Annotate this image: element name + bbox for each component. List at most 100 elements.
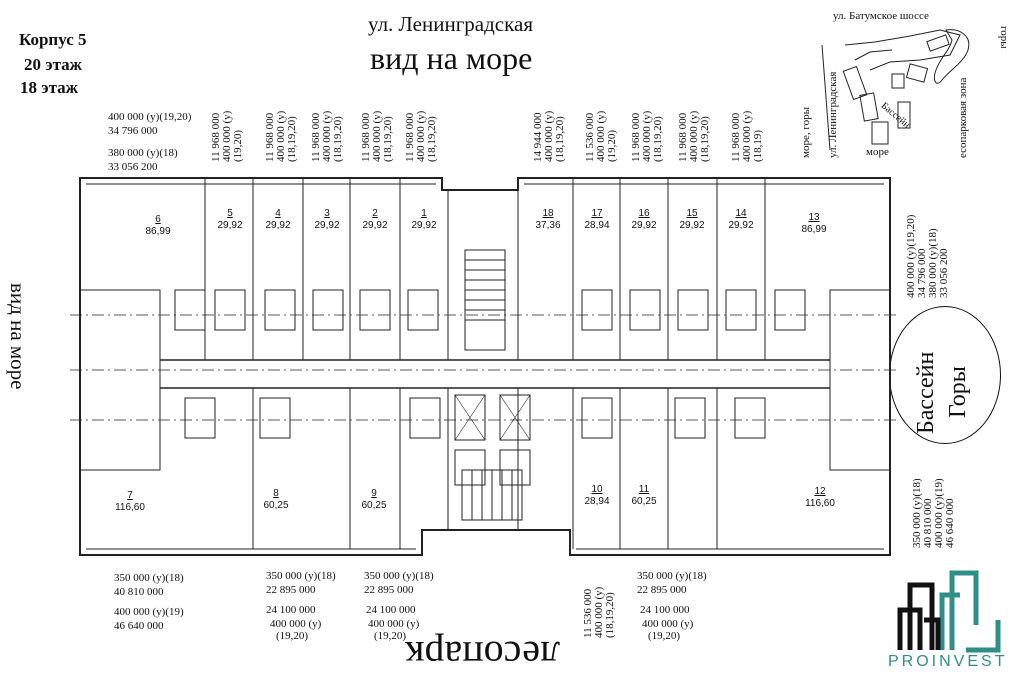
price-apt12: 350 000 (у)(18) 40 810 000 400 000 (у)(1… (911, 478, 956, 548)
apartment-7: 7 116,60 (108, 490, 152, 514)
apartment-area: 29,92 (362, 220, 388, 231)
apartment-10: 10 28,94 (577, 484, 617, 508)
price-apt9-line3: 24 100 000 (366, 604, 416, 616)
proinvest-logo: PROINVEST (880, 565, 1010, 675)
price-apt11-line5: (19,20) (648, 630, 681, 642)
apartment-13: 13 86,99 (794, 212, 834, 236)
apartment-6: 6 86,99 (138, 214, 178, 238)
minimap-street: ул. Ленинградская (827, 71, 839, 158)
apartment-number: 14 (735, 208, 747, 219)
apartment-11: 11 60,25 (624, 484, 664, 508)
proinvest-logo-mark (897, 570, 1001, 653)
price-apt9-line5: (19,20) (374, 630, 407, 642)
price-apt16: 11 968 000 400 000 (у) (18,19,20) (630, 110, 664, 162)
oval-label-pool: Бассейн (913, 351, 939, 434)
apartment-number: 16 (638, 208, 650, 219)
price-apt11-line2: 22 895 000 (637, 584, 687, 596)
floor-plan-drawing (70, 177, 900, 556)
apartment-area: 116,60 (115, 502, 145, 513)
apartment-18: 18 37,36 (526, 208, 570, 232)
price-apt8-line2: 22 895 000 (266, 584, 316, 596)
side-label-bottom: лесопарк (405, 633, 561, 678)
price-apt6-line2: 34 796 000 (108, 125, 158, 137)
floor-plan: 6 86,99 5 29,92 4 29,92 3 29,92 2 29,92 … (70, 170, 900, 565)
apartment-area: 29,92 (314, 220, 340, 231)
price-apt9-line1: 350 000 (у)(18) (364, 570, 434, 582)
apartment-area: 29,92 (631, 220, 657, 231)
apartment-number: 5 (227, 208, 233, 219)
price-apt8-line3: 24 100 000 (266, 604, 316, 616)
price-apt6-line1: 400 000 (у)(19,20) (108, 111, 192, 123)
apartment-9: 9 60,25 (354, 488, 394, 512)
apartment-area: 29,92 (411, 220, 437, 231)
apartment-number: 15 (686, 208, 698, 219)
price-apt15: 11 968 000 400 000 (у) (18,19,20) (677, 110, 711, 162)
apartment-17: 17 28,94 (577, 208, 617, 232)
apartment-number: 11 (638, 484, 650, 495)
price-apt7-line4: 46 640 000 (114, 620, 164, 632)
price-apt10: 11 536 000 400 000 (у) (18,19,20) (582, 586, 616, 638)
price-apt7-line2: 40 810 000 (114, 586, 164, 598)
price-apt4: 11 968 000 400 000 (у) (18,19,20) (264, 110, 298, 162)
apartment-area: 60,25 (361, 500, 387, 511)
price-apt11-line1: 350 000 (у)(18) (637, 570, 707, 582)
apartment-area: 86,99 (801, 224, 827, 235)
apartment-12: 12 116,60 (798, 486, 842, 510)
minimap-sea-mountains: море, горы (800, 107, 812, 158)
price-apt6-line3: 380 000 (у)(18) (108, 147, 178, 159)
apartment-area: 29,92 (679, 220, 705, 231)
apartment-number: 3 (324, 208, 330, 219)
apartment-area: 29,92 (217, 220, 243, 231)
apartment-number: 17 (591, 208, 603, 219)
price-apt7-line3: 400 000 (у)(19) (114, 606, 184, 618)
floor-label-20: 20 этаж (24, 55, 82, 74)
building-label: Корпус 5 (19, 30, 87, 49)
side-label-left: вид на море (6, 283, 30, 390)
price-apt8-line1: 350 000 (у)(18) (266, 570, 336, 582)
price-apt9-line4: 400 000 (у) (368, 618, 420, 630)
apartment-number: 8 (273, 488, 279, 499)
apartment-8: 8 60,25 (256, 488, 296, 512)
apartment-area: 116,60 (805, 498, 835, 509)
price-apt11-line4: 400 000 (у) (642, 618, 694, 630)
logo-text: PROINVEST (888, 653, 1008, 670)
apartment-4: 4 29,92 (258, 208, 298, 232)
apartment-area: 29,92 (728, 220, 754, 231)
apartment-number: 7 (127, 490, 133, 501)
apartment-1: 1 29,92 (404, 208, 444, 232)
price-apt13: 400 000 (у)(19,20) 34 796 000 380 000 (у… (905, 214, 950, 298)
apartment-number: 12 (814, 486, 826, 497)
apartment-16: 16 29,92 (624, 208, 664, 232)
apartment-number: 2 (372, 208, 378, 219)
apartment-3: 3 29,92 (307, 208, 347, 232)
price-apt5: 11 968 000 400 000 (у) (19,20) (210, 110, 244, 162)
minimap-drawing (821, 29, 970, 151)
apartment-area: 28,94 (584, 220, 610, 231)
price-apt9-line2: 22 895 000 (364, 584, 414, 596)
price-apt8-line4: 400 000 (у) (270, 618, 322, 630)
apartment-number: 9 (371, 488, 377, 499)
price-apt2: 11 968 000 400 000 (у) (18,19,20) (360, 110, 394, 162)
apartment-number: 4 (275, 208, 281, 219)
apartment-area: 60,25 (263, 500, 289, 511)
price-apt11-line3: 24 100 000 (640, 604, 690, 616)
apartment-number: 10 (591, 484, 603, 495)
price-apt6-line4: 33 056 200 (108, 161, 158, 173)
apartment-15: 15 29,92 (672, 208, 712, 232)
price-apt18: 14 944 000 400 000 (у) (18,19,20) (532, 110, 566, 162)
street-label-top: ул. Ленинградская (368, 12, 533, 36)
site-minimap (800, 0, 1024, 170)
apartment-number: 6 (155, 214, 161, 225)
apartment-number: 13 (808, 212, 820, 223)
price-apt8-line5: (19,20) (276, 630, 309, 642)
apartment-area: 60,25 (631, 496, 657, 507)
minimap-mountains: горы (998, 26, 1010, 49)
apartment-number: 1 (421, 208, 427, 219)
minimap-road: ул. Батумское шоссе (833, 10, 929, 22)
apartment-number: 18 (542, 208, 554, 219)
oval-label-mountains: Горы (945, 366, 971, 418)
price-apt7-line1: 350 000 (у)(18) (114, 572, 184, 584)
price-apt3: 11 968 000 400 000 (у) (18,19,20) (310, 110, 344, 162)
view-label-top: вид на море (370, 40, 533, 76)
floor-label-18: 18 этаж (20, 78, 78, 97)
